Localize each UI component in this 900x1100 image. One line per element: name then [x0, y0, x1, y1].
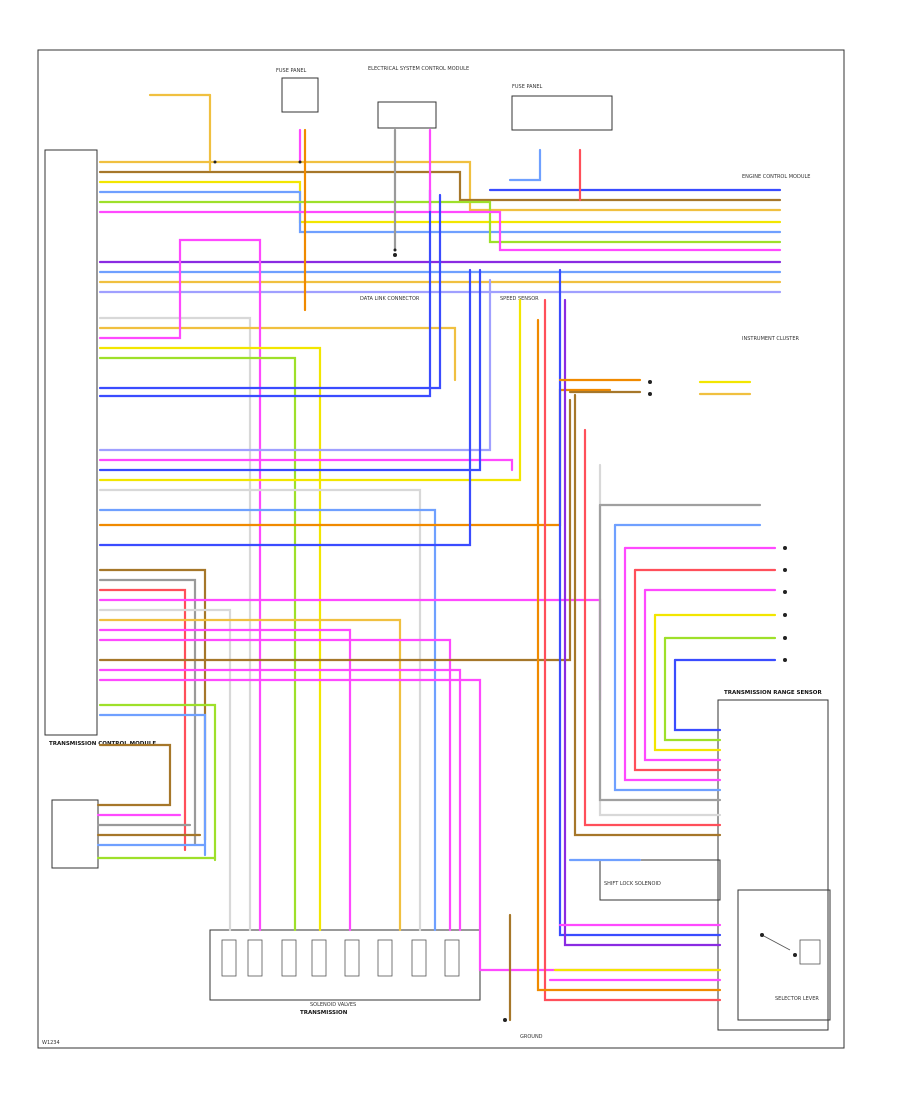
diagram-frame: [37, 49, 845, 1049]
solenoid-label: SOLENOID VALVES: [310, 1002, 356, 1008]
wire-22: [98, 298, 522, 482]
cv-5: [573, 393, 722, 837]
cv-4: [563, 298, 722, 947]
wire-14: [98, 238, 262, 932]
rc-v3: [623, 546, 722, 782]
wire-32: [98, 618, 402, 932]
ground-label: GROUND: [520, 1034, 543, 1040]
ground-symbols: [393, 253, 787, 1022]
data-link-label: DATA LINK CONNECTOR: [360, 296, 420, 302]
wire-21: [98, 268, 482, 472]
wire-24: [98, 508, 437, 932]
wire-5: [98, 200, 782, 244]
fuse-box-right: [511, 95, 613, 131]
selector-box: [737, 889, 831, 1021]
wire-23: [98, 488, 422, 932]
cv-6: [583, 428, 722, 827]
lower-left-wires: [96, 743, 217, 860]
module-box-lower-left: [51, 799, 99, 869]
solenoid-8: [444, 939, 460, 977]
tr-sensor-box: [717, 699, 829, 1031]
fuse-left-label: FUSE PANEL: [276, 68, 306, 74]
right-connectors: [508, 378, 777, 1022]
selector-label: SELECTOR LEVER: [775, 996, 819, 1002]
solenoid-7: [411, 939, 427, 977]
rc-v6: [653, 613, 722, 752]
solenoid-6: [377, 939, 393, 977]
wire-38: [98, 703, 217, 862]
ll-wire-1: [96, 743, 172, 807]
wire-36: [98, 668, 462, 932]
wire-13: [98, 326, 457, 382]
wire-25: [98, 388, 612, 527]
image-code: W1234: [42, 1040, 60, 1046]
wire-16: [98, 356, 297, 932]
wire-28: [98, 578, 197, 847]
solenoid-2: [247, 939, 263, 977]
elec-ctrl-label: ELECTRICAL SYSTEM CONTROL MODULE: [368, 66, 469, 72]
solenoid-1: [221, 939, 237, 977]
shift-lock-label: SHIFT LOCK SOLENOID: [604, 881, 661, 887]
wire-15: [98, 346, 322, 932]
wire-29: [98, 588, 187, 852]
wire-26: [98, 268, 472, 547]
tr-sensor-label: TRANSMISSION RANGE SENSOR: [724, 690, 822, 696]
wire-35: [98, 398, 572, 662]
wire-2: [98, 170, 782, 202]
solenoid-5: [344, 939, 360, 977]
elec-ctrl-box: [377, 101, 437, 129]
wire-12: [98, 316, 252, 932]
ecm-label: ENGINE CONTROL MODULE: [742, 174, 810, 180]
wire-6: [98, 210, 782, 252]
rc-v4: [633, 568, 722, 772]
wire-31: [98, 608, 232, 932]
selector-switch: [760, 933, 821, 965]
rc-v2: [613, 523, 722, 792]
cv-1: [543, 298, 722, 1002]
solenoid-3: [281, 939, 297, 977]
top-feeds: [148, 93, 582, 312]
rc-v7: [663, 636, 722, 742]
wire-18: [98, 188, 432, 398]
wire-20: [98, 458, 514, 472]
wire-33: [98, 628, 352, 932]
rc-v1: [598, 503, 722, 802]
wire-39: [98, 713, 207, 857]
solenoid-4: [311, 939, 327, 977]
center-verticals: [536, 268, 722, 1002]
rc-v5: [643, 588, 722, 762]
shift-lock-box: [599, 859, 721, 901]
wire-1: [98, 160, 782, 212]
rc-v8: [673, 658, 722, 732]
fuse-right-label: FUSE PANEL: [512, 84, 542, 90]
feed-6: [508, 148, 542, 182]
wire-34: [98, 638, 452, 932]
tcm-wires: [98, 160, 782, 972]
instrument-label: INSTRUMENT CLUSTER: [742, 336, 800, 342]
tcm-pins: [213, 160, 397, 252]
solenoid-symbols: [221, 939, 460, 977]
fuse-box-left: [281, 77, 319, 113]
cv-2: [536, 318, 722, 992]
wire-17: [98, 193, 442, 390]
cv-7: [598, 463, 722, 817]
cv-3: [558, 268, 722, 937]
tcm-box: [44, 149, 98, 736]
transmission-label: TRANSMISSION: [300, 1010, 348, 1016]
wire-19: [98, 278, 492, 452]
